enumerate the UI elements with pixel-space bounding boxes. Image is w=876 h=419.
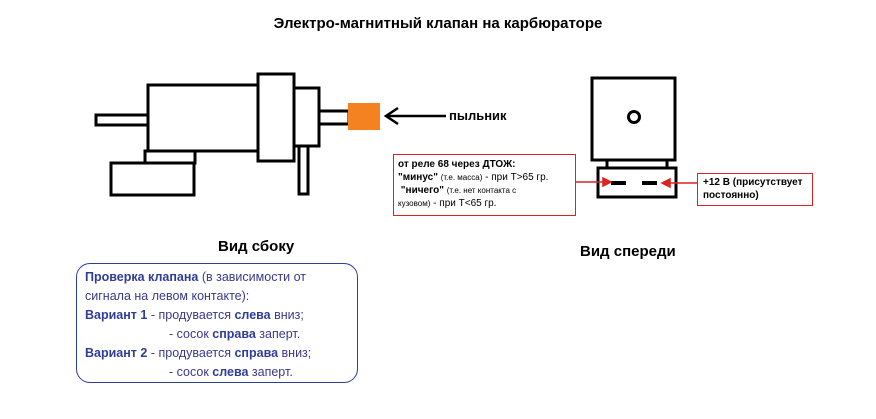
- variant1-post: вниз;: [270, 308, 304, 322]
- valve-body: [146, 83, 260, 153]
- mounting-plate: [143, 149, 197, 165]
- variant2b-post: заперт.: [248, 365, 293, 379]
- variant2-pre: - продувается: [147, 346, 235, 360]
- bottom-nipple: [297, 144, 310, 196]
- variant2b-pre: - сосок: [169, 365, 213, 379]
- pylnik-arrow: [383, 106, 446, 126]
- plus-note-line2: постоянно): [703, 190, 759, 201]
- left-shaft: [94, 113, 150, 127]
- valve-check-box: Проверка клапана (в зависимости от сигна…: [76, 263, 358, 383]
- variant2-direction: справа: [234, 346, 279, 360]
- check-heading: Проверка клапана: [85, 270, 199, 284]
- nothing-condition: - при Т<65 гр.: [430, 198, 497, 209]
- nothing-hint-2: кузовом): [398, 199, 431, 208]
- plus-note-line1: +12 В (присутствует: [703, 177, 803, 188]
- front-hole: [627, 110, 641, 124]
- plus-note-box: +12 В (присутствует постоянно): [697, 173, 813, 206]
- side-view-label: Вид сбоку: [218, 238, 295, 255]
- front-view-label: Вид спереди: [580, 243, 676, 260]
- variant1b-post: заперт.: [255, 327, 301, 341]
- nothing-hint: (т.е. нет контакта с: [446, 186, 517, 195]
- variant1b-pre: - сосок: [169, 327, 213, 341]
- minus-hint: (т.е. масса): [440, 173, 483, 182]
- minus-label: "минус": [398, 172, 438, 183]
- variant2b-direction: слева: [212, 365, 249, 379]
- variant1b-direction: справа: [212, 327, 256, 341]
- variant1-pre: - продувается: [147, 308, 235, 322]
- variant1-direction: слева: [234, 308, 271, 322]
- mounting-block: [109, 161, 196, 197]
- variant1-label: Вариант 1: [85, 308, 148, 322]
- front-body: [590, 76, 677, 162]
- right-shaft: [317, 109, 351, 126]
- variant2-post: вниз;: [278, 346, 312, 360]
- relay-note-line1: от реле 68 через ДТОЖ:: [398, 159, 516, 170]
- valve-neck: [292, 86, 321, 148]
- side-view-drawing: [94, 72, 351, 197]
- pylnik-label: пыльник: [449, 108, 507, 123]
- relay-note-box: от реле 68 через ДТОЖ: "минус" (т.е. мас…: [393, 154, 576, 216]
- check-heading-rest: (в зависимости от: [198, 270, 307, 284]
- nothing-label: "ничего": [400, 185, 444, 196]
- dust-boot: [348, 103, 380, 130]
- minus-condition: - при Т>65 гр.: [482, 172, 549, 183]
- diagram-title: Электро-магнитный клапан на карбюраторе: [273, 15, 603, 32]
- pointer-arrows: [576, 176, 697, 189]
- check-line2: сигнала на левом контакте):: [85, 289, 250, 303]
- variant2-label: Вариант 2: [85, 346, 148, 360]
- valve-flange: [256, 72, 296, 163]
